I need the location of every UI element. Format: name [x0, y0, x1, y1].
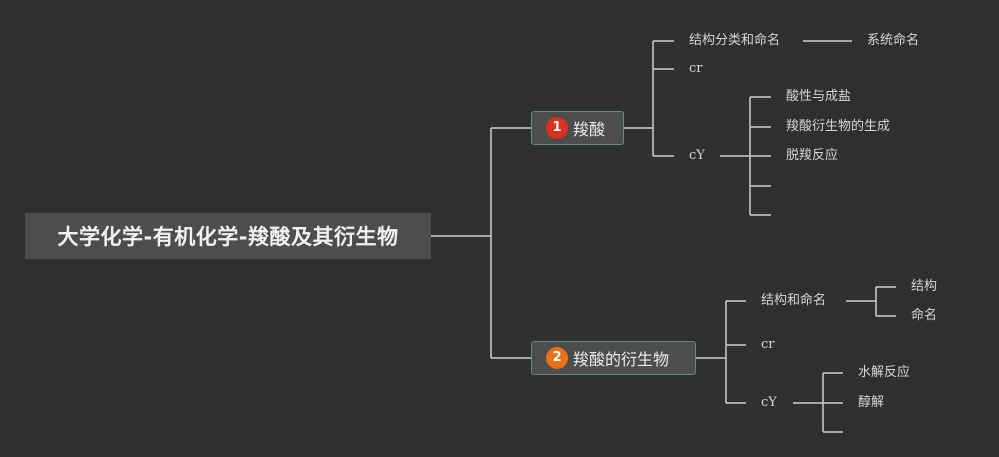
- subtopic-structure[interactable]: 结构: [911, 279, 938, 294]
- main-topic-label: 羧酸: [573, 120, 606, 139]
- subtopic-derivative-formation[interactable]: 羧酸衍生物的生成: [786, 119, 891, 134]
- root-topic-label: 大学化学-有机化学-羧酸及其衍生物: [57, 225, 399, 249]
- priority-1-icon: 1: [546, 117, 568, 139]
- main-topic-carboxylic-acid-derivatives[interactable]: 2 羧酸的衍生物: [531, 341, 696, 375]
- subtopic-cr[interactable]: cr: [761, 337, 775, 352]
- subtopic-cy[interactable]: cY: [761, 395, 777, 410]
- subtopic-hydrolysis[interactable]: 水解反应: [858, 365, 911, 380]
- subtopic-acidity-salt-formation[interactable]: 酸性与成盐: [786, 89, 852, 104]
- connector-b2-structure: [846, 286, 896, 317]
- subtopic-cr[interactable]: cr: [689, 61, 703, 76]
- connector-b1-cy: [720, 96, 771, 216]
- main-topic-carboxylic-acid[interactable]: 1 羧酸: [531, 111, 624, 145]
- subtopic-structure-naming[interactable]: 结构和命名: [761, 293, 827, 308]
- subtopic-naming[interactable]: 命名: [911, 308, 938, 323]
- priority-2-icon: 2: [546, 347, 568, 369]
- connector-branch-2: [696, 300, 746, 404]
- root-topic[interactable]: 大学化学-有机化学-羧酸及其衍生物: [25, 213, 431, 259]
- main-topic-label: 羧酸的衍生物: [573, 350, 670, 369]
- subtopic-cy[interactable]: cY: [689, 148, 705, 163]
- connector-branch-1: [624, 40, 674, 157]
- subtopic-systematic-naming[interactable]: 系统命名: [867, 33, 920, 48]
- connector-root: [431, 127, 531, 359]
- subtopic-structure-classification-naming[interactable]: 结构分类和命名: [689, 33, 781, 48]
- connector-b2-cy: [793, 372, 843, 433]
- subtopic-alcoholysis[interactable]: 醇解: [858, 395, 885, 410]
- subtopic-decarboxylation[interactable]: 脱羧反应: [786, 148, 839, 163]
